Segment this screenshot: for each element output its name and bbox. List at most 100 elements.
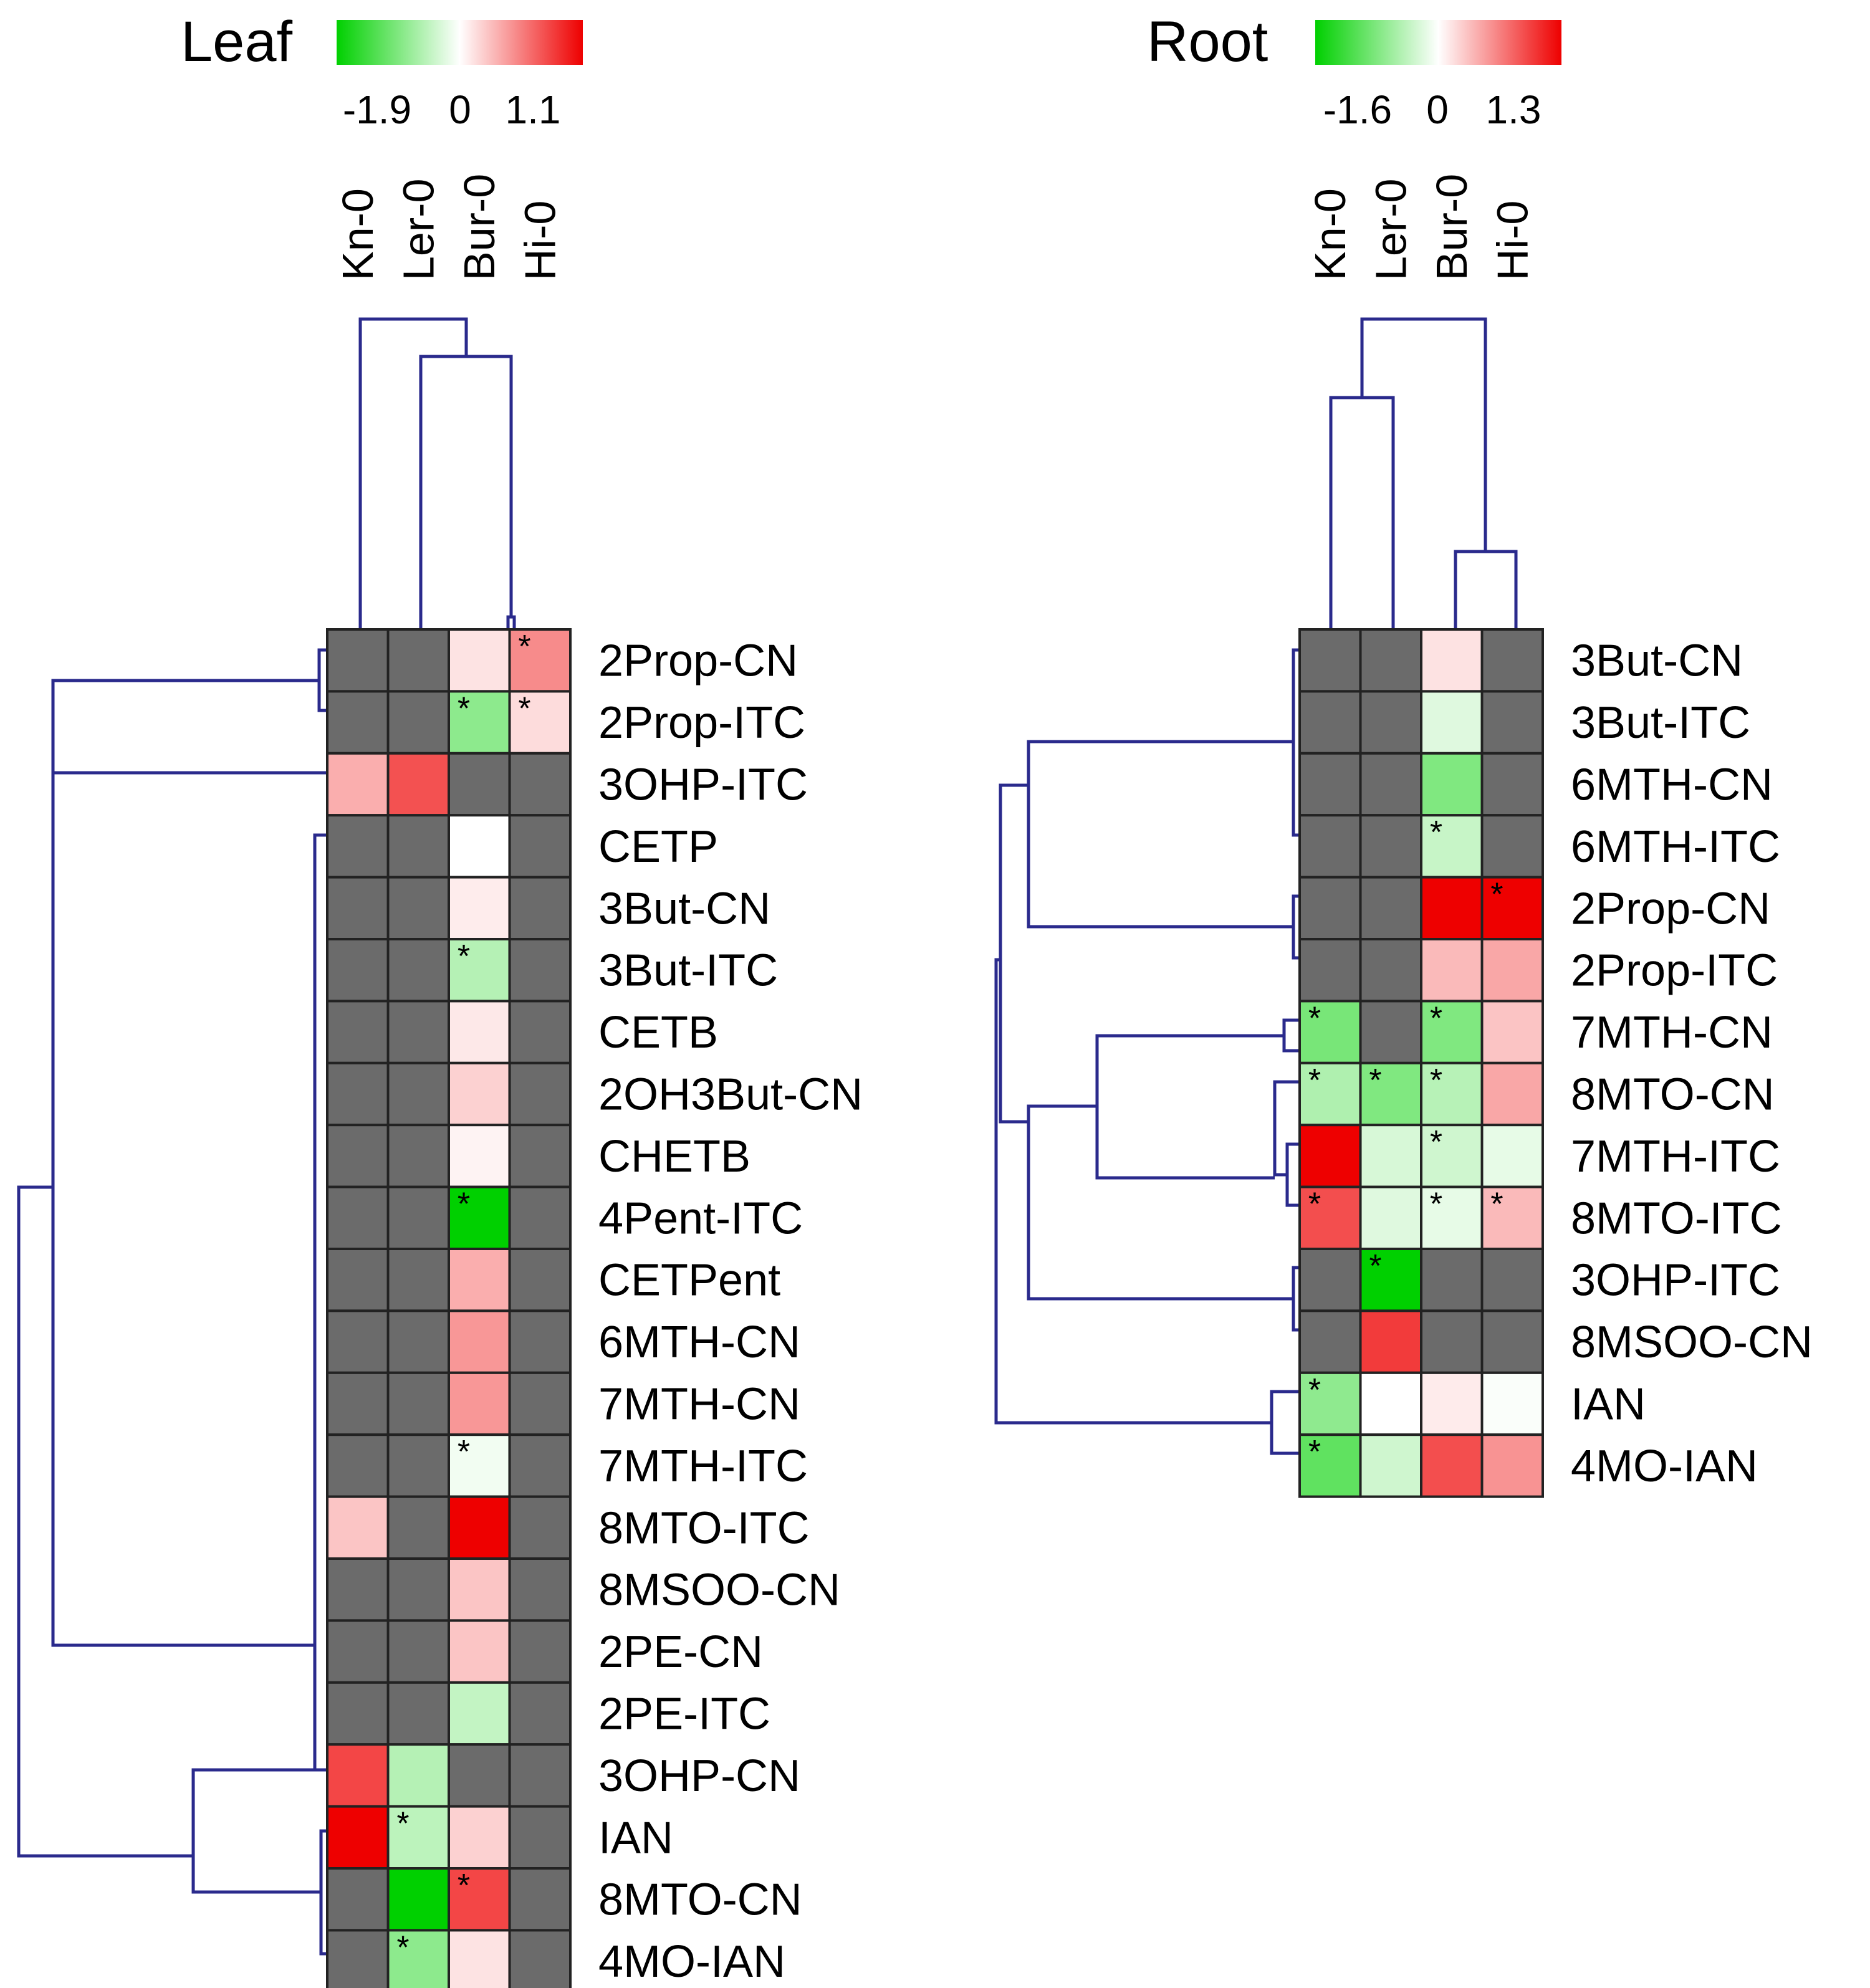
root-significance-marker: * — [1430, 1063, 1442, 1099]
leaf-color-scale — [337, 20, 583, 65]
root-heatmap-cell — [1298, 1309, 1362, 1374]
leaf-heatmap-cell — [448, 1000, 511, 1064]
root-heatmap-cell — [1359, 1309, 1422, 1374]
leaf-heatmap-cell — [326, 1929, 390, 1988]
leaf-heatmap-cell — [508, 752, 572, 817]
root-row-label: IAN — [1571, 1380, 1646, 1430]
root-significance-marker: * — [1430, 1000, 1442, 1036]
leaf-significance-marker: * — [458, 1434, 470, 1470]
leaf-heatmap-cell — [448, 752, 511, 817]
leaf-column-label: Kn-0 — [333, 188, 382, 280]
leaf-row-dendro-branch — [17, 1185, 193, 1858]
root-row-label: 3But-CN — [1571, 636, 1743, 686]
root-row-labels: 3But-CN3But-ITC6MTH-CN6MTH-ITC2Prop-CN2P… — [1571, 636, 1813, 1491]
leaf-significance-marker: * — [396, 1929, 409, 1966]
root-significance-marker: * — [1308, 1434, 1321, 1470]
leaf-row-label: 8MSOO-CN — [598, 1565, 840, 1615]
leaf-heatmap-cell — [326, 1433, 390, 1498]
leaf-heatmap-cell — [386, 1433, 450, 1498]
leaf-row-label: 3OHP-CN — [598, 1751, 800, 1801]
leaf-row-labels: 2Prop-CN2Prop-ITC3OHP-ITCCETP3But-CN3But… — [598, 636, 863, 1987]
leaf-heatmap-cell — [508, 1124, 572, 1188]
leaf-heatmap-cell — [508, 814, 572, 879]
root-row-dendro-branch — [1285, 1142, 1300, 1207]
leaf-row-label: 3But-ITC — [598, 946, 778, 996]
leaf-row-dendro-branch — [51, 679, 327, 775]
root-color-scale — [1315, 20, 1561, 65]
root-heatmap-cell — [1359, 1061, 1422, 1127]
leaf-heatmap-cell — [448, 1929, 511, 1988]
leaf-heatmap-cell — [508, 1185, 572, 1250]
leaf-heatmap-cell — [448, 814, 511, 879]
leaf-heatmap-cell — [386, 1124, 450, 1188]
root-column-label: Bur-0 — [1427, 174, 1476, 280]
root-row-dendro-branch — [1027, 740, 1293, 929]
root-heatmap-cell — [1298, 752, 1362, 817]
leaf-heatmap-cell — [386, 938, 450, 1003]
root-heatmap-cell — [1480, 1371, 1544, 1436]
root-heatmap-cell — [1480, 876, 1544, 940]
leaf-col-dendro-branch — [506, 615, 516, 629]
leaf-heatmap-cell — [326, 814, 390, 879]
leaf-heatmap-cell — [326, 1061, 390, 1127]
root-heatmap-cell — [1480, 1309, 1544, 1374]
root-significance-marker: * — [1430, 815, 1442, 851]
leaf-heatmap-cell — [386, 1743, 450, 1808]
root-significance-marker: * — [1490, 1187, 1503, 1223]
leaf-heatmap-cell — [508, 1743, 572, 1808]
leaf-heatmap-cell — [508, 1433, 572, 1498]
leaf-heatmap-cell — [386, 1248, 450, 1312]
root-significance-marker: * — [1308, 1063, 1321, 1099]
leaf-col-dendro-branch — [358, 317, 468, 629]
leaf-row-label: CHETB — [598, 1132, 750, 1182]
leaf-heatmap-cell — [508, 1557, 572, 1622]
leaf-row-label: 4Pent-ITC — [598, 1193, 803, 1243]
leaf-heatmap-cell — [448, 1061, 511, 1127]
leaf-heatmap-cell — [386, 1867, 450, 1932]
leaf-heatmap-cell — [508, 1805, 572, 1870]
leaf-scale-max-label: 1.1 — [506, 87, 561, 132]
root-heatmap-cell — [1420, 752, 1484, 817]
leaf-row-label: 7MTH-ITC — [598, 1441, 808, 1491]
leaf-heatmap-cell — [508, 1495, 572, 1560]
leaf-heatmap-cell — [326, 938, 390, 1003]
leaf-significance-marker: * — [396, 1806, 409, 1842]
root-heatmap-cell — [1420, 1309, 1484, 1374]
root-heatmap-cell — [1480, 1061, 1544, 1127]
leaf-row-label: 8MTO-ITC — [598, 1503, 810, 1553]
leaf-row-label: 6MTH-CN — [598, 1317, 800, 1367]
root-heatmap-cell — [1359, 938, 1422, 1003]
leaf-heatmap-cell — [386, 1371, 450, 1436]
root-heatmap-cell — [1359, 1433, 1422, 1498]
root-heatmap-cell — [1420, 690, 1484, 755]
leaf-heatmap-cell — [386, 1805, 450, 1870]
leaf-heatmap-cell — [386, 1495, 450, 1560]
leaf-row-label: 2OH3But-CN — [598, 1070, 863, 1120]
root-heatmap-cell — [1420, 1371, 1484, 1436]
root-heatmap-cell — [1420, 814, 1484, 879]
root-heatmap-cell — [1480, 1248, 1544, 1312]
leaf-heatmap-cell — [326, 1495, 390, 1560]
leaf-row-label: IAN — [598, 1813, 673, 1863]
root-heatmap-cell — [1420, 1061, 1484, 1127]
root-heatmap-cell — [1359, 628, 1422, 693]
root-significance-marker: * — [1308, 1187, 1321, 1223]
root-heatmap-cell — [1359, 1000, 1422, 1064]
leaf-heatmap-cell — [386, 628, 450, 693]
root-heatmap-cell — [1359, 752, 1422, 817]
root-row-label: 6MTH-CN — [1571, 760, 1773, 810]
leaf-heatmap-cell — [326, 628, 390, 693]
leaf-row-label: 2PE-ITC — [598, 1689, 770, 1739]
root-significance-marker: * — [1430, 1187, 1442, 1223]
root-heatmap-cell — [1420, 1433, 1484, 1498]
root-row-label: 2Prop-ITC — [1571, 946, 1778, 996]
root-row-dendro-branch — [994, 958, 1272, 1425]
root-scale-mid-label: 0 — [1426, 87, 1449, 132]
leaf-heatmap-cell — [448, 628, 511, 693]
leaf-heatmap-cell — [508, 1929, 572, 1988]
leaf-column-label: Ler-0 — [394, 179, 443, 280]
leaf-col-dendro-branch — [419, 355, 513, 629]
